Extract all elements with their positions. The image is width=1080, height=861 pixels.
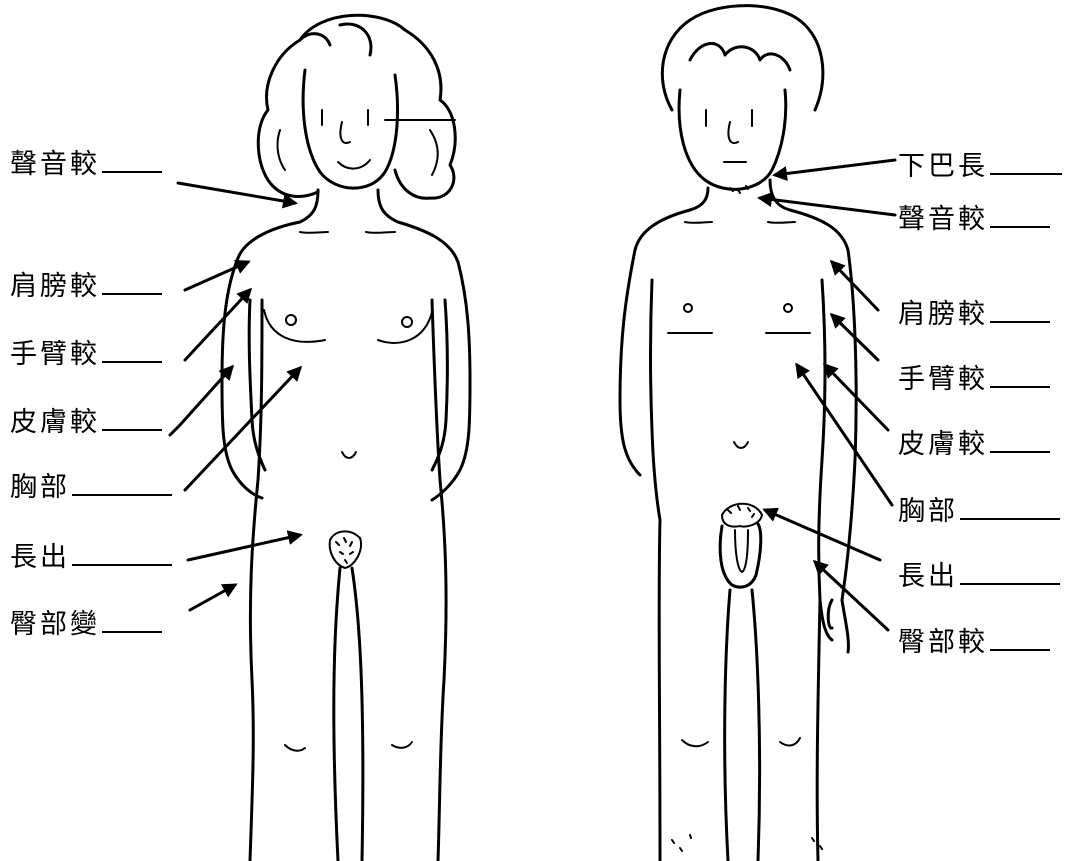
male-label-grows: 長出 [898,562,1060,592]
female-label-arms: 手臂較 [10,340,162,370]
male-face [679,90,786,189]
female-label-skin: 皮膚較 [10,408,162,438]
male-left-arm [620,250,640,475]
male-hair [662,6,823,110]
male-genitals [720,504,762,587]
male-label-voice: 聲音較 [898,205,1050,235]
male-label-chin: 下巴長 [898,152,1062,182]
female-left-arm [222,258,262,498]
male-label-shoulders: 肩膀較 [898,300,1050,330]
female-label-grows: 長出 [10,543,172,573]
female-breast-left [264,310,325,342]
female-label-shoulders: 肩膀較 [10,272,162,302]
female-arrows [170,183,300,610]
female-label-voice: 聲音較 [10,150,162,180]
female-figure [222,15,470,861]
female-label-hips: 臀部變 [10,610,162,640]
male-label-arms: 手臂較 [898,365,1050,395]
male-label-skin: 皮膚較 [898,430,1050,460]
male-label-hips: 臀部較 [898,628,1050,658]
female-hair [258,15,455,198]
male-arrows [760,160,895,630]
male-figure [620,6,856,861]
female-label-chest: 胸部 [10,473,172,503]
male-label-chest: 胸部 [898,497,1060,527]
female-face [303,70,397,188]
female-pubic-hair [330,531,361,568]
